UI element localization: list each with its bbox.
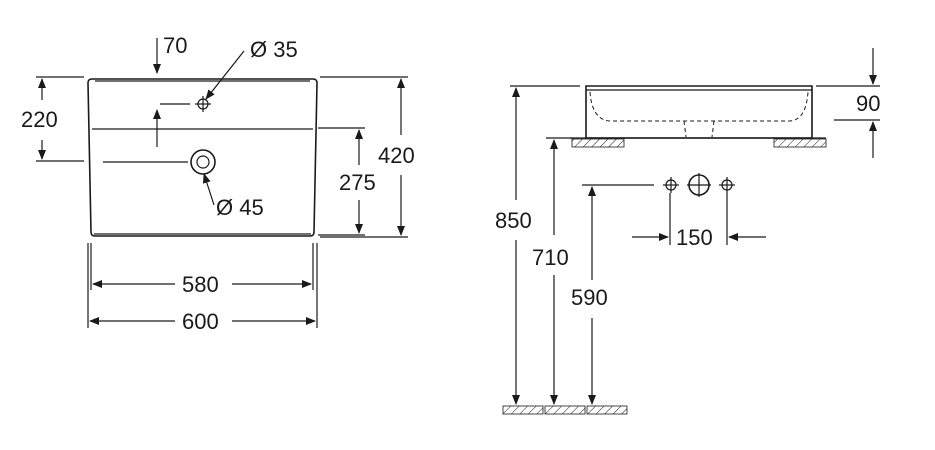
depth-tap-label: 220 — [21, 107, 58, 132]
installation-height-label: 850 — [495, 208, 532, 233]
tap-diameter-label: Ø 35 — [250, 37, 298, 62]
drain-diameter-label: Ø 45 — [216, 195, 264, 220]
tap-offset-label: 70 — [163, 33, 187, 58]
counter-left — [571, 138, 625, 148]
basin-height-label: 90 — [856, 91, 880, 116]
total-width-label: 600 — [182, 309, 219, 334]
basin-outline — [87, 78, 318, 237]
supply-valve-right-icon — [719, 177, 735, 193]
floor-block-1 — [502, 405, 544, 415]
waste-height-label: 710 — [532, 245, 569, 270]
inner-width-label: 580 — [182, 272, 219, 297]
supply-spacing-label: 150 — [676, 225, 713, 250]
inner-depth-label: 275 — [339, 170, 376, 195]
counter-right — [773, 138, 827, 148]
floor-block-3 — [586, 405, 628, 415]
supply-valve-left-icon — [663, 177, 679, 193]
total-depth-label: 420 — [378, 143, 415, 168]
supply-height-label: 590 — [571, 285, 608, 310]
supply-valve-center-icon — [687, 173, 711, 197]
basin-side-profile — [585, 85, 813, 139]
side-view: 90 850 710 590 — [495, 48, 880, 415]
drain-icon — [190, 149, 216, 175]
top-view: 70 Ø 35 Ø 45 220 420 275 580 — [21, 33, 415, 334]
floor-block-2 — [544, 405, 586, 415]
